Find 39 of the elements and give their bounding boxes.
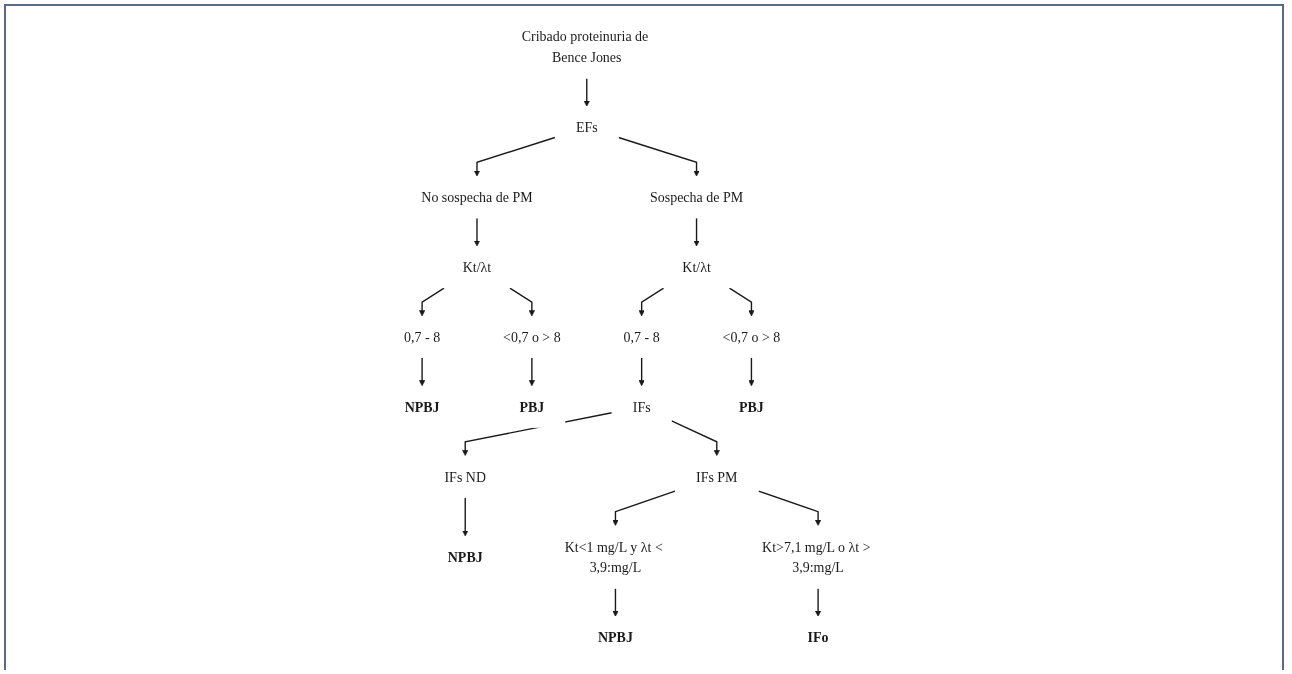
arrow (583, 77, 590, 107)
node-text: Sospecha de PM (649, 189, 744, 205)
arrow (748, 357, 755, 387)
node-text: Kt<1 mg/L y λt < 3,9:mg/L (564, 538, 663, 576)
node-text: EFs (575, 119, 598, 136)
arrow (728, 287, 755, 317)
node-text: Kt/λt (462, 259, 492, 275)
node-text: <0,7 o > 8 (503, 329, 561, 345)
node-text: Kt/λt (682, 259, 711, 275)
node-text: PBJ (739, 399, 764, 415)
node-text: IFs ND (444, 469, 486, 485)
arrow (612, 587, 619, 617)
arrow (473, 136, 556, 177)
arrow (617, 136, 700, 177)
node-text: IFs PM (695, 469, 738, 485)
arrow (528, 357, 535, 387)
node-text: IFo (807, 629, 829, 646)
node-text: 0,7 - 8 (404, 329, 441, 345)
node-text: <0,7 o > 8 (722, 329, 781, 345)
arrow (509, 287, 535, 317)
node-text: NPBJ (597, 629, 633, 646)
node-text: IFs (632, 399, 651, 415)
node-text: Kt>7,1 mg/L o λt > 3,9:mg/L (762, 538, 871, 576)
arrow (419, 287, 445, 317)
arrow (693, 217, 700, 247)
node-text: No sospecha de PM (421, 189, 533, 205)
arrow (419, 357, 426, 387)
arrow (815, 587, 822, 617)
arrow (473, 217, 481, 247)
node-text: 0,7 - 8 (623, 329, 660, 345)
arrow (612, 490, 676, 526)
arrow (757, 490, 822, 526)
node-text: NPBJ (447, 549, 483, 565)
arrow (638, 287, 665, 317)
arrow (638, 357, 645, 387)
arrow (462, 497, 469, 537)
node-text: Cribado proteinuria de Bence Jones (521, 28, 649, 66)
node-text: NPBJ (404, 399, 440, 415)
arrow (670, 420, 720, 457)
